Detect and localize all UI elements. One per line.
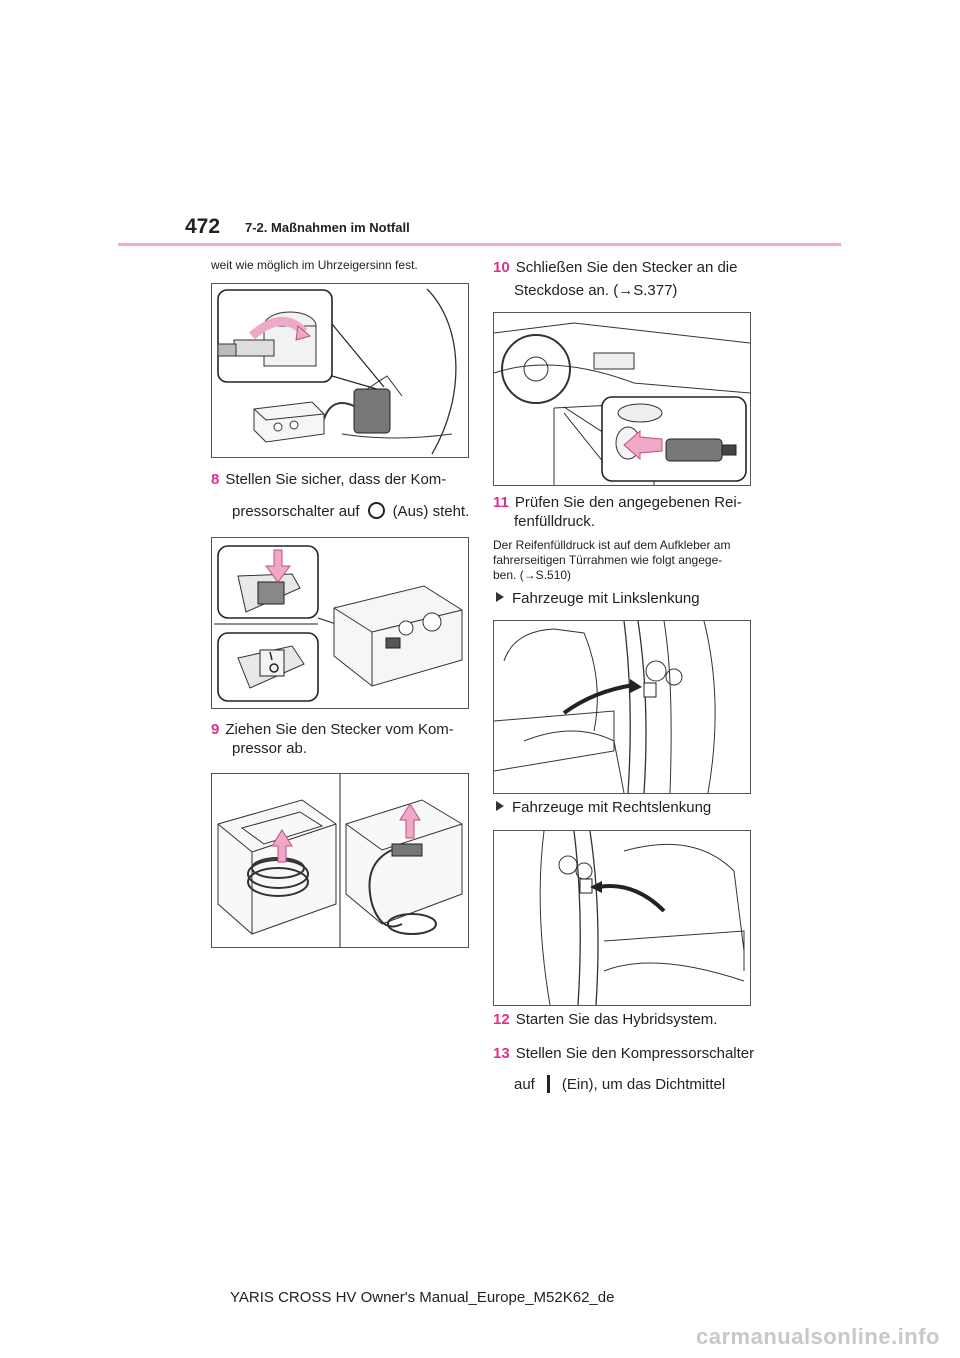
figure-valve-tighten [211,283,469,458]
bullet-right-hand-drive: Fahrzeuge mit Rechtslenkung [496,799,711,816]
page-number: 472 [185,215,221,238]
step-11-line1: 11 Prüfen Sie den angegebenen Rei- [493,488,742,518]
triangle-bullet-icon [496,801,504,811]
header-rule [118,243,841,246]
step-10-number: 10 [493,259,510,276]
step-13-number: 13 [493,1045,510,1062]
note-line3: ben. (→S.510) [493,568,572,582]
step-8-text-a: pressorschalter auf [232,503,360,520]
step-8-text: Stellen Sie sicher, dass der Kom- [225,471,447,488]
figure-power-outlet [493,312,751,486]
bullet-right-text: Fahrzeuge mit Rechtslenkung [512,799,712,816]
step-9-text: Ziehen Sie den Stecker vom Kom- [225,721,454,738]
step-9-line2: pressor ab. [232,740,308,757]
triangle-bullet-icon [496,592,504,602]
step-13-text: Stellen Sie den Kompressorschalter [515,1045,755,1062]
step-10-line1: 10 Schließen Sie den Stecker an die [493,253,738,283]
step-11-line2: fenfülldruck. [514,513,595,530]
step-9-number: 9 [211,721,220,738]
figure-compressor-switch [211,537,469,709]
note-line2: fahrerseitigen Türrahmen wie folgt angeg… [493,553,723,567]
footer-text: YARIS CROSS HV Owner's Manual_Europe_M52… [230,1289,615,1306]
figure-lhd-door-sticker [493,620,751,794]
step-11-number: 11 [493,494,509,511]
step-10-text: Schließen Sie den Stecker an die [515,259,738,276]
on-bar-icon [546,1075,550,1093]
step-13-line2: auf (Ein), um das Dichtmittel [514,1070,725,1100]
section-title: 7-2. Maßnahmen im Notfall [245,220,410,235]
note-line1: Der Reifenfülldruck ist auf dem Aufklebe… [493,538,731,552]
off-circle-icon [367,502,385,519]
bullet-left-hand-drive: Fahrzeuge mit Linkslenkung [496,590,700,607]
step-8-line2: pressorschalter auf (Aus) steht. [232,497,469,527]
step-8-number: 8 [211,471,220,488]
step-13-text-b: (Ein), um das Dichtmittel [561,1076,726,1093]
step-9-line1: 9 Ziehen Sie den Stecker vom Kom- [211,715,454,745]
intro-text: weit wie möglich im Uhrzeigersinn fest. [211,258,418,272]
step-13-text-a: auf [514,1076,535,1093]
step-8-text-b: (Aus) steht. [392,503,470,520]
step-12: 12 Starten Sie das Hybridsystem. [493,1005,717,1035]
figure-unplug-compressor [211,773,469,948]
step-8-line1: 8 Stellen Sie sicher, dass der Kom- [211,465,446,495]
step-12-number: 12 [493,1011,510,1028]
figure-rhd-door-sticker [493,830,751,1006]
watermark: carmanualsonline.info [696,1324,940,1349]
bullet-left-text: Fahrzeuge mit Linkslenkung [512,590,700,607]
step-13-line1: 13 Stellen Sie den Kompressorschalter [493,1039,754,1069]
step-12-text: Starten Sie das Hybridsystem. [515,1011,718,1028]
step-10-line2: Steckdose an. (→S.377) [514,282,678,299]
step-11-text: Prüfen Sie den angegebenen Rei- [514,494,742,511]
